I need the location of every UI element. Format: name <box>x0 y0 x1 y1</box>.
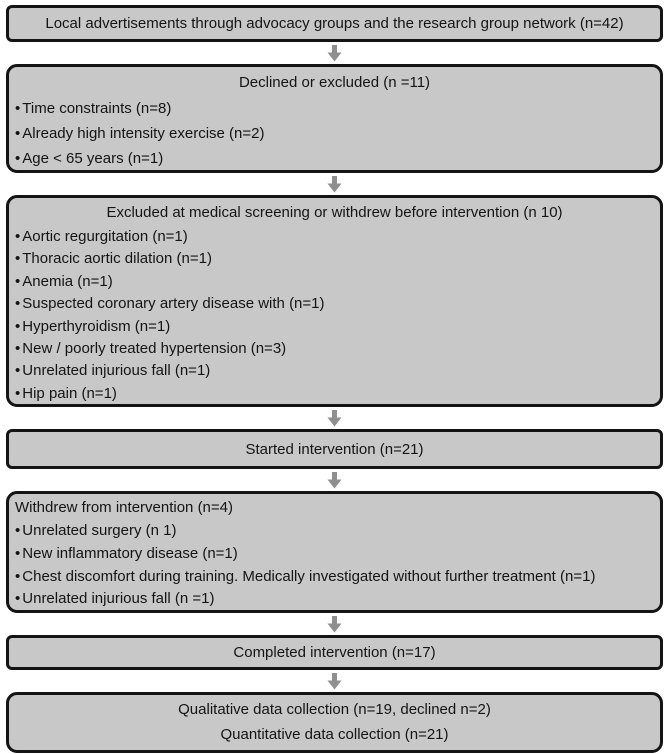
box-subtitle: Quantitative data collection (n=21) <box>220 726 449 744</box>
bullet-item: Unrelated surgery (n 1) <box>15 520 654 543</box>
arrow-row <box>6 469 663 491</box>
box-title: Completed intervention (n=17) <box>233 644 436 661</box>
down-arrow-icon <box>327 471 342 488</box>
bullet-item: New inflammatory disease (n=1) <box>15 543 654 566</box>
bullet-item: Already high intensity exercise (n=2) <box>15 121 654 146</box>
flow-box-excluded-screening: Excluded at medical screening or withdre… <box>6 195 663 407</box>
down-arrow-icon <box>327 175 342 192</box>
box-title: Withdrew from intervention (n=4) <box>15 499 233 516</box>
flow-box-started-intervention: Started intervention (n=21) <box>6 429 663 469</box>
flow-box-data-collection: Qualitative data collection (n=19, decli… <box>6 692 663 753</box>
bullet-item: Aortic regurgitation (n=1) <box>15 226 654 248</box>
arrow-row <box>6 173 663 195</box>
bullet-item: Time constraints (n=8) <box>15 96 654 121</box>
down-arrow-icon <box>327 44 342 61</box>
arrow-row <box>6 42 663 64</box>
box-title: Local advertisements through advocacy gr… <box>45 15 624 32</box>
down-arrow-icon <box>327 409 342 426</box>
bullet-item: Hip pain (n=1) <box>15 383 654 405</box>
bullet-item: Thoracic aortic dilation (n=1) <box>15 248 654 270</box>
bullet-item: Suspected coronary artery disease with (… <box>15 293 654 315</box>
bullet-item: Unrelated injurious fall (n=1) <box>15 360 654 382</box>
bullet-list: Time constraints (n=8) Already high inte… <box>15 96 654 171</box>
bullet-item: Hyperthyroidism (n=1) <box>15 316 654 338</box>
bullet-item: Age < 65 years (n=1) <box>15 146 654 171</box>
arrow-row <box>6 613 663 635</box>
bullet-item: Unrelated injurious fall (n =1) <box>15 588 654 611</box>
flow-box-withdrew-intervention: Withdrew from intervention (n=4) Unrelat… <box>6 491 663 613</box>
box-title: Qualitative data collection (n=19, decli… <box>178 700 491 718</box>
box-title: Started intervention (n=21) <box>245 440 424 458</box>
bullet-item: Chest discomfort during training. Medica… <box>15 566 654 589</box>
bullet-list: Aortic regurgitation (n=1) Thoracic aort… <box>15 226 654 405</box>
down-arrow-icon <box>327 672 342 689</box>
bullet-item: New / poorly treated hypertension (n=3) <box>15 338 654 360</box>
arrow-row <box>6 670 663 692</box>
box-title: Excluded at medical screening or withdre… <box>106 204 563 221</box>
flow-box-recruitment: Local advertisements through advocacy gr… <box>6 5 663 42</box>
box-title: Declined or excluded (n =11) <box>238 74 431 91</box>
flow-box-completed-intervention: Completed intervention (n=17) <box>6 635 663 670</box>
bullet-list: Unrelated surgery (n 1) New inflammatory… <box>15 520 654 611</box>
down-arrow-icon <box>327 615 342 632</box>
bullet-item: Anemia (n=1) <box>15 271 654 293</box>
arrow-row <box>6 407 663 429</box>
flow-box-declined-excluded: Declined or excluded (n =11) Time constr… <box>6 64 663 173</box>
